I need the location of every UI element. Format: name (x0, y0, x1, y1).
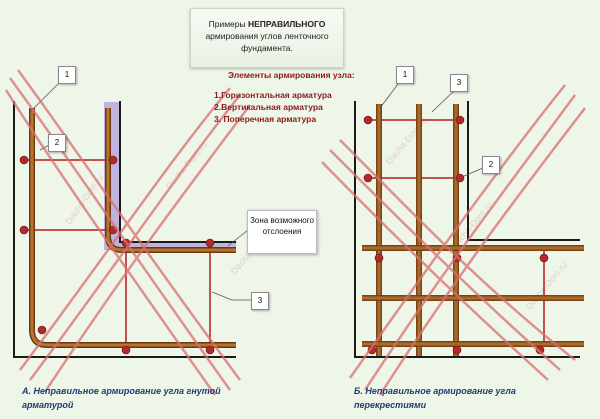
legend-item: 2.Вертикальная арматура (214, 102, 323, 112)
caption-b: Б. Неправильное армирование угла перекре… (354, 386, 516, 410)
watermark-text: Dacha-Dom.ru (524, 260, 569, 311)
joint (455, 173, 465, 183)
joint (455, 115, 465, 125)
joint (19, 155, 29, 165)
vertical-rebar (376, 104, 382, 356)
horizontal-rebar (362, 295, 584, 301)
title-rest: армирования углов ленточного фундамента. (205, 31, 329, 53)
title-emphasis: НЕПРАВИЛЬНОГО (247, 19, 326, 29)
joint (121, 345, 131, 355)
joint (37, 325, 47, 335)
joint (539, 253, 549, 263)
joint (363, 115, 373, 125)
joint (205, 345, 215, 355)
wall-outline-a-inner (119, 101, 236, 243)
title-prefix: Примеры (208, 19, 248, 29)
joint (19, 225, 29, 235)
legend-heading: Элементы армирования узла: (228, 70, 355, 80)
title-note: Примеры НЕПРАВИЛЬНОГО армирования углов … (190, 8, 344, 68)
watermark-text: Dacha-Dom.ru (384, 115, 429, 166)
panel-a-corner (13, 75, 254, 358)
panel-b-corner (354, 75, 584, 358)
joint (452, 345, 462, 355)
joint (108, 155, 118, 165)
joint (363, 173, 373, 183)
callout-a-2: 2 (48, 134, 66, 152)
horizontal-rebar (362, 245, 584, 251)
horizontal-rebar (362, 341, 584, 347)
callout-b-3: 3 (450, 74, 468, 92)
callout-b-1: 1 (396, 66, 414, 84)
joint (374, 253, 384, 263)
vertical-rebar (416, 104, 422, 356)
wall-outline-a (13, 101, 236, 358)
caption-a: А. Неправильное армирование угла гнутой … (22, 386, 221, 410)
delamination-zone-label: Зона возможного отслоения (247, 210, 317, 254)
callout-a-3: 3 (251, 292, 269, 310)
callout-a-1: 1 (58, 66, 76, 84)
cross-out-a (4, 69, 251, 396)
cross-out-b (321, 84, 586, 396)
wall-outline-b (354, 101, 580, 358)
legend-item: 1.Горизонтальная арматура (214, 90, 332, 100)
legend-item: 3. Поперечная арматура (214, 114, 317, 124)
joint (205, 238, 215, 248)
callout-b-2: 2 (482, 156, 500, 174)
